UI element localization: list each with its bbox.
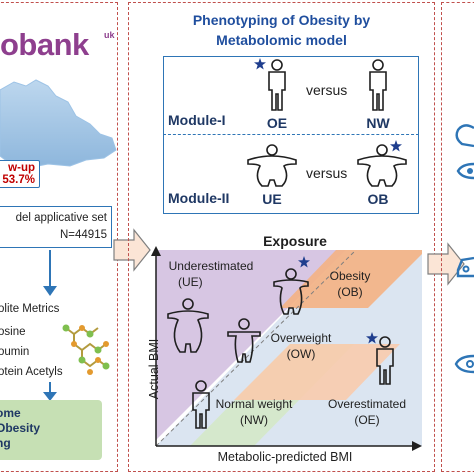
outcome-panel — [441, 2, 474, 472]
overweight-person-icon — [227, 318, 261, 363]
star-icon — [254, 58, 266, 70]
obese-person-icon — [247, 144, 297, 187]
ue-label-line: (UE) — [178, 275, 203, 289]
star-icon — [390, 140, 402, 152]
arrow-right-icon — [427, 242, 465, 286]
nw-label-line: Normal weight — [215, 397, 293, 411]
module-1-label: Module-I — [168, 112, 226, 128]
module-2-right-abbr: OB — [367, 191, 389, 207]
metric-item: osine — [0, 326, 26, 338]
star-icon — [366, 332, 378, 344]
arrow-down-icon — [43, 250, 57, 296]
arrow-down-icon — [43, 382, 57, 401]
exposure-diagram — [151, 246, 422, 451]
module-1-versus: versus — [306, 82, 348, 98]
metabolite-metrics-title: olite Metrics — [0, 303, 60, 315]
obese-person-icon — [273, 268, 309, 315]
module-1-right-abbr: NW — [366, 115, 390, 131]
biobank-logo-text: obank — [0, 27, 89, 62]
ue-label-line: Underestimated — [168, 259, 254, 273]
outcome-box: ome Obesity ng — [0, 400, 102, 460]
eye-icon — [456, 162, 474, 180]
identity-line — [155, 249, 357, 447]
exposure-title: Exposure — [263, 233, 327, 249]
ow-label-line: Overweight — [270, 331, 332, 345]
phenotyping-panel — [128, 2, 435, 472]
applicative-set-box: del applicative set N=44915 — [0, 206, 112, 248]
biobank-logo-suffix: uk — [104, 30, 115, 40]
y-axis-label: Actual BMI — [147, 338, 161, 400]
module-2-left-abbr: UE — [262, 191, 282, 207]
uk-map-icon — [0, 79, 117, 169]
module-1-left-abbr: OE — [266, 115, 288, 131]
heart-icon — [455, 124, 474, 148]
applicative-set-label: del applicative set — [15, 212, 107, 224]
obesity-band — [280, 250, 422, 308]
panel-title-line: Metabolomic model — [216, 32, 347, 48]
panel-title: Phenotyping of Obesity by Metabolomic mo… — [128, 10, 435, 50]
normal-person-icon — [376, 336, 394, 385]
obese-person-icon — [357, 144, 407, 187]
arrow-right-icon — [113, 228, 151, 272]
applicative-set-n: N=44915 — [60, 229, 107, 241]
normal-person-icon — [369, 59, 387, 111]
ob-label-line: (OB) — [337, 285, 363, 299]
oe-label: Overestimated (OE) — [322, 396, 412, 428]
overweight-band — [234, 344, 400, 400]
normal-person-icon — [268, 59, 286, 111]
ob-label-line: Obesity — [329, 269, 371, 283]
module-2-label: Module-II — [168, 190, 230, 206]
oe-label-line: Overestimated — [327, 397, 407, 411]
nw-label: Normal weight (NW) — [206, 396, 302, 428]
star-icon — [298, 256, 310, 268]
data-source-panel — [0, 2, 118, 472]
normal-person-icon — [192, 380, 210, 429]
eye-outline-icon — [454, 354, 474, 374]
ue-label: Underestimated (UE) — [166, 258, 256, 290]
module-divider — [163, 134, 419, 135]
modules-box — [163, 56, 419, 214]
follow-up-percent: 53.7% — [2, 174, 35, 186]
outcome-line: Obesity — [0, 421, 41, 435]
car-icon — [456, 256, 474, 278]
oe-label-line: (OE) — [354, 413, 380, 427]
outcome-line: ome — [0, 406, 21, 420]
follow-up-label: w-up — [8, 162, 35, 174]
follow-up-box: w-up 53.7% — [0, 160, 40, 188]
obese-person-icon — [167, 298, 209, 353]
outcome-line: ng — [0, 436, 11, 450]
module-2-versus: versus — [306, 165, 348, 181]
ow-label: Overweight (OW) — [264, 330, 338, 362]
ob-label: Obesity (OB) — [320, 268, 380, 300]
molecule-icon — [62, 324, 110, 375]
nw-label-line: (NW) — [240, 413, 268, 427]
panel-title-line: Phenotyping of Obesity by — [192, 12, 371, 28]
metric-item: oumin — [0, 346, 30, 358]
x-axis-label: Metabolic-predicted BMI — [217, 450, 353, 464]
ow-label-line: (OW) — [286, 347, 316, 361]
metric-item: otein Acetyls — [0, 366, 63, 378]
